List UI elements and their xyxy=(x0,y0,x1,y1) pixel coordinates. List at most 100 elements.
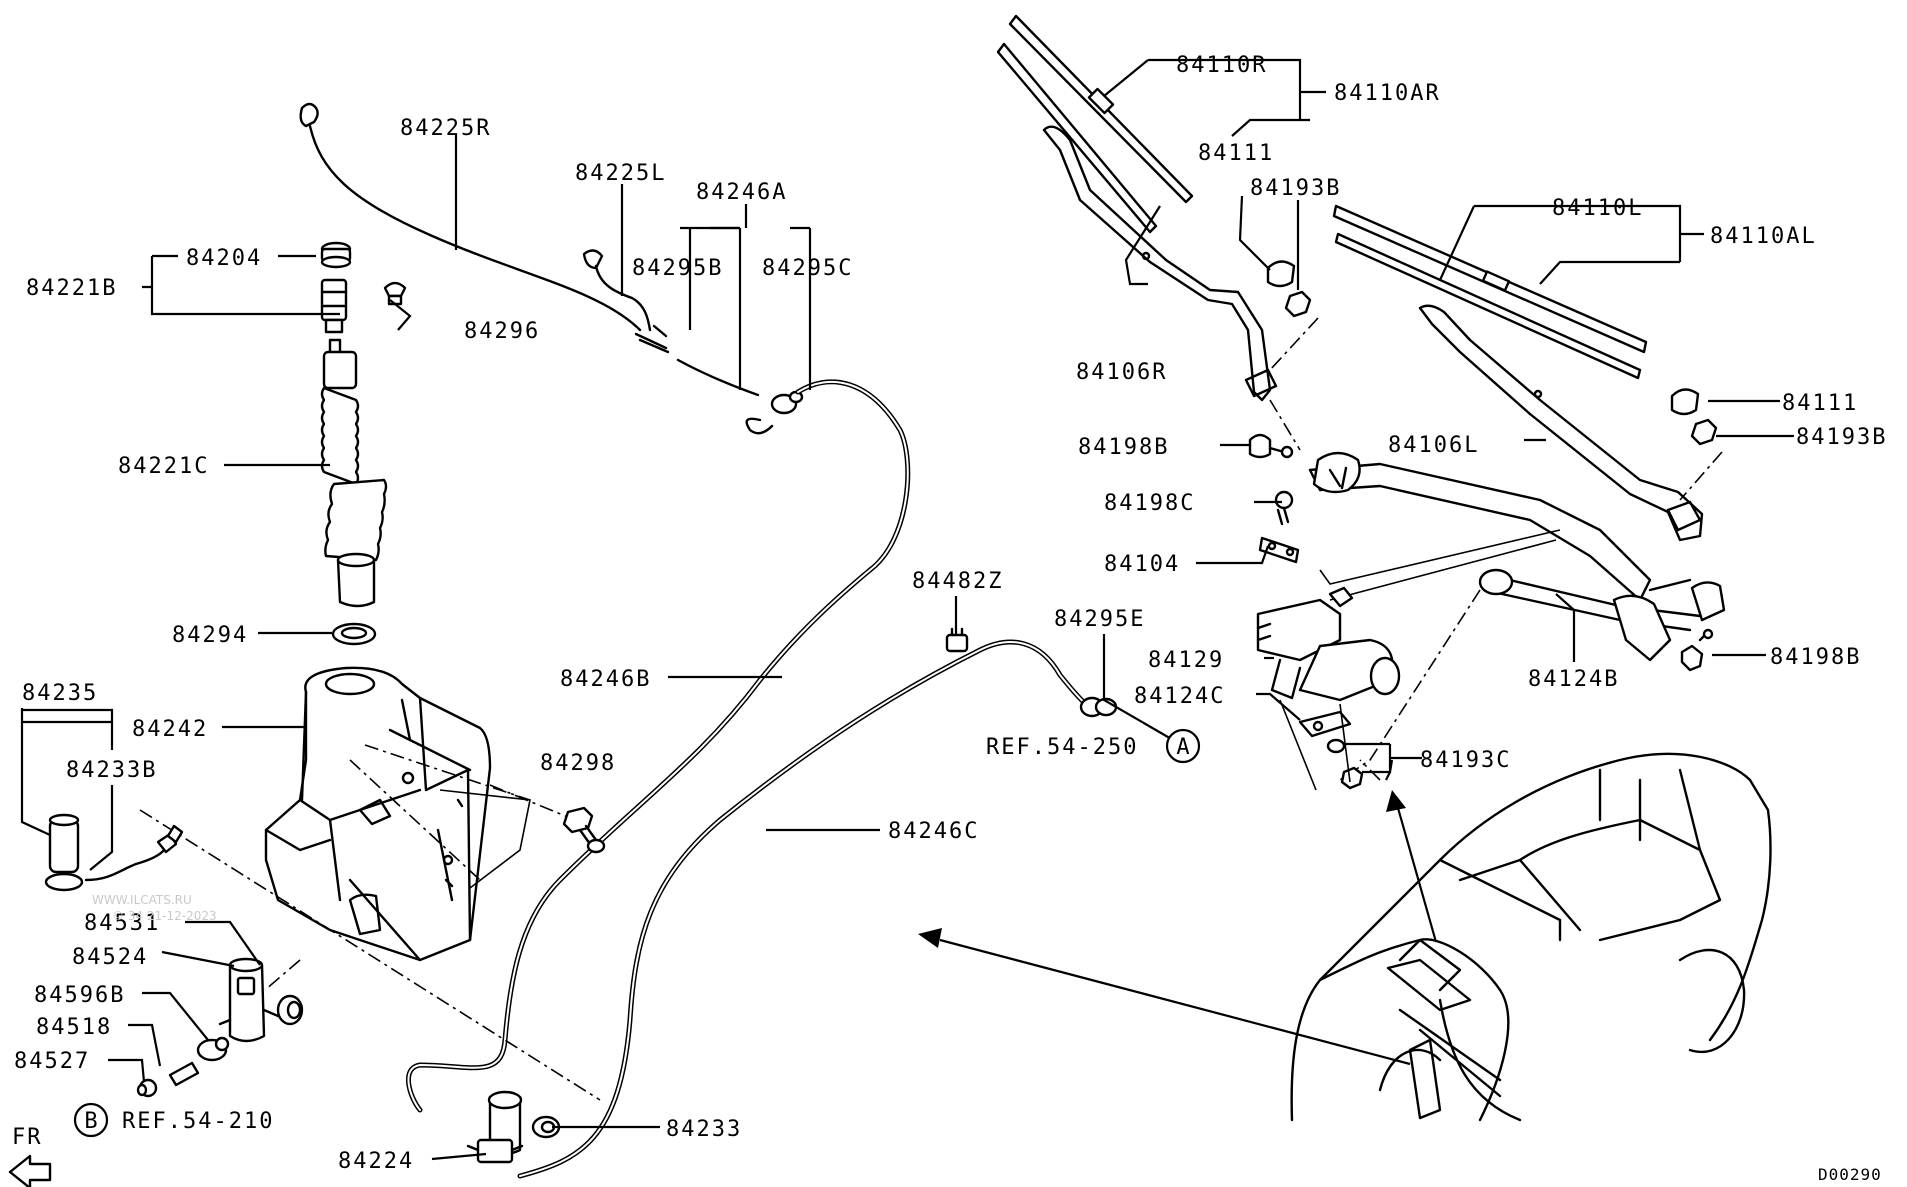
washer-pump-84524 xyxy=(218,957,280,1043)
label-84294: 84294 xyxy=(172,623,248,648)
arrow-to-wiper-assembly xyxy=(1386,790,1438,943)
rear-pump-84224 xyxy=(466,1090,524,1164)
bolt-84298 xyxy=(562,806,606,854)
label-84110ar: 84110AR xyxy=(1334,81,1441,106)
leader-lines xyxy=(20,58,1794,1161)
label-84110r: 84110R xyxy=(1176,53,1267,78)
label-84193b-lower: 84193B xyxy=(1796,425,1887,450)
part-labels: 84225R 84225L 84246A 84204 84221B 84295B… xyxy=(14,53,1887,1174)
nozzle-hose-left xyxy=(582,249,652,332)
label-84111-lower: 84111 xyxy=(1782,391,1858,416)
label-84295b: 84295B xyxy=(632,256,723,281)
label-84233b: 84233B xyxy=(66,758,157,783)
wiper-linkage-84124b xyxy=(1308,451,1726,662)
label-84246c: 84246C xyxy=(888,819,979,844)
bracket-84104 xyxy=(1258,536,1300,564)
vehicle-silhouette xyxy=(1290,752,1772,1122)
label-84235: 84235 xyxy=(22,681,98,706)
label-84295e: 84295E xyxy=(1054,607,1145,632)
svg-text:© 34 21-12-2023: © 34 21-12-2023 xyxy=(112,909,217,923)
filler-tube-84221c xyxy=(320,350,388,608)
label-84193b-upper: 84193B xyxy=(1250,176,1341,201)
label-84298: 84298 xyxy=(540,751,616,776)
nut-84193b-left xyxy=(1690,418,1718,446)
label-84224: 84224 xyxy=(338,1149,414,1174)
guide-line-motor-base xyxy=(1279,699,1351,791)
diagram-code: D00290 xyxy=(1818,1165,1882,1184)
hose-84246c xyxy=(517,639,1103,1179)
callout-marker-a: A xyxy=(1165,728,1201,764)
watermark: WWW.ILCATS.RU © 34 21-12-2023 xyxy=(92,893,217,923)
svg-text:B: B xyxy=(84,1109,97,1134)
svg-text:FR: FR xyxy=(12,1125,43,1150)
wiper-motor-84129 xyxy=(1256,586,1401,702)
label-84246a: 84246A xyxy=(696,180,787,205)
svg-text:A: A xyxy=(1176,735,1189,760)
hose-joint-84596b xyxy=(196,1036,230,1062)
arrow-to-washer-assembly xyxy=(918,928,1411,1066)
nut-84193c xyxy=(1340,766,1364,790)
label-84225r: 84225R xyxy=(400,116,491,141)
label-84129: 84129 xyxy=(1148,648,1224,673)
label-84596b: 84596B xyxy=(34,983,125,1008)
label-84518: 84518 xyxy=(36,1015,112,1040)
callout-marker-b: B xyxy=(73,1102,109,1138)
hose-joint-84295c xyxy=(770,390,804,415)
hose-84246b xyxy=(405,379,911,1113)
grommet-84233 xyxy=(531,1115,561,1139)
grommet-84531 xyxy=(276,994,304,1026)
label-84198b-lower: 84198B xyxy=(1770,645,1861,670)
filler-cap-84204 xyxy=(320,241,352,269)
guide-line-pivot-left xyxy=(1679,451,1723,501)
filler-neck-84221b xyxy=(320,278,348,356)
label-84193c: 84193C xyxy=(1420,748,1511,773)
label-84204: 84204 xyxy=(186,246,262,271)
wiper-arm-84106l xyxy=(1418,304,1704,542)
label-84198c: 84198C xyxy=(1104,491,1195,516)
label-ref-54-210: REF.54-210 xyxy=(122,1109,274,1134)
guide-line-tank-side xyxy=(349,759,481,881)
hose-84518 xyxy=(168,1061,200,1087)
guide-bracket-tank xyxy=(439,789,531,889)
label-84242: 84242 xyxy=(132,717,208,742)
wiper-arm-84106r xyxy=(1042,125,1278,402)
bolt-84198c xyxy=(1274,490,1294,526)
hose-joint-84295e xyxy=(1079,696,1118,718)
label-84295c: 84295C xyxy=(762,256,853,281)
nozzle-hose-right xyxy=(299,102,642,332)
hose-joint-84295b xyxy=(634,324,670,354)
seal-84294 xyxy=(331,622,377,646)
guide-line-pivot-right xyxy=(1269,317,1319,451)
wiper-blade-84110r xyxy=(996,14,1194,234)
pivot-cap-84111-right xyxy=(1266,260,1296,288)
label-84104: 84104 xyxy=(1104,552,1180,577)
label-ref-54-250: REF.54-250 xyxy=(986,735,1138,760)
connector-84527 xyxy=(136,1078,158,1098)
bolt-84198b-upper xyxy=(1248,433,1294,459)
pivot-cap-84111-left xyxy=(1670,388,1700,416)
washer-tank-84242 xyxy=(264,666,492,962)
label-84531: 84531 xyxy=(84,911,160,936)
wiper-blade-84110l xyxy=(1332,204,1648,380)
label-84198b-upper: 84198B xyxy=(1078,435,1169,460)
nut-84193b-right xyxy=(1284,290,1312,318)
guide-line-linkage xyxy=(1319,529,1561,601)
guide-line-84298 xyxy=(489,784,576,821)
label-84296: 84296 xyxy=(464,319,540,344)
label-84111-upper: 84111 xyxy=(1198,141,1274,166)
bracket-84124c xyxy=(1298,710,1352,738)
svg-text:WWW.ILCATS.RU: WWW.ILCATS.RU xyxy=(92,893,192,907)
clip-84296 xyxy=(383,281,407,306)
label-84106r: 84106R xyxy=(1076,360,1167,385)
guide-line-pump xyxy=(139,809,601,1101)
label-84221b: 84221B xyxy=(26,276,117,301)
level-sensor-84235 xyxy=(44,813,184,892)
label-84233: 84233 xyxy=(666,1117,742,1142)
label-84124b: 84124B xyxy=(1528,667,1619,692)
label-84482z: 84482Z xyxy=(912,569,1003,594)
label-84124c: 84124C xyxy=(1134,684,1225,709)
hose-84246a xyxy=(676,358,774,435)
washer-84193c xyxy=(1326,738,1346,754)
label-84110l: 84110L xyxy=(1552,196,1643,221)
